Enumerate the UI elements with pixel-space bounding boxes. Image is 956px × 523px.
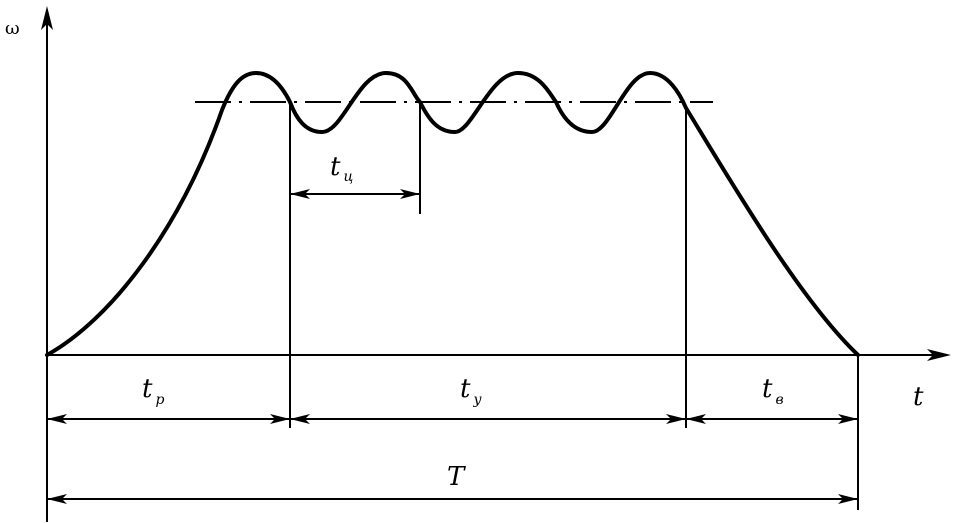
y-axis-arrow [41, 6, 53, 30]
total-label: T [447, 462, 466, 492]
x-axis-arrow [927, 349, 951, 361]
y-axis-label: ω [5, 18, 20, 39]
speed-curve [45, 71, 860, 357]
x-axis-label: t [913, 382, 924, 412]
